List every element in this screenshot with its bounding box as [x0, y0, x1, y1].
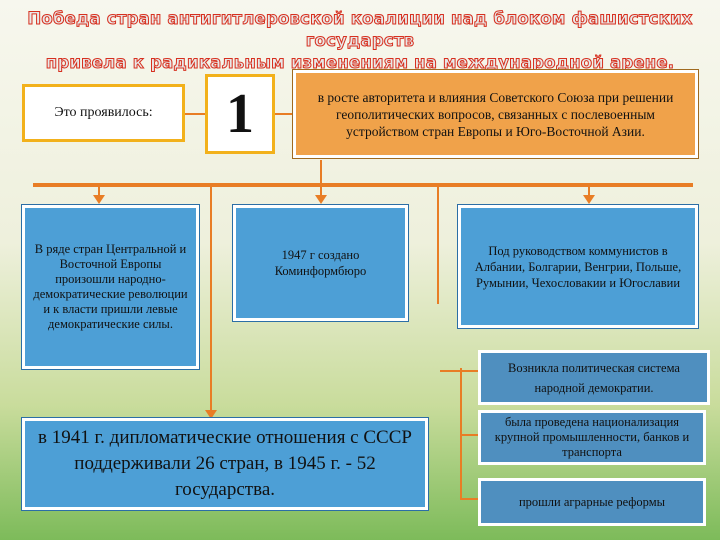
- label-box-text: Это проявилось:: [54, 105, 153, 120]
- label-box: Это проявилось:: [22, 84, 185, 142]
- vertical-line-left: [210, 186, 212, 414]
- connector-label-number: [185, 113, 207, 115]
- number-box: 1: [205, 74, 275, 154]
- col-2-box: 1947 г создано Коминформбюро: [233, 205, 408, 321]
- result-2-text: была проведена национализация крупной пр…: [494, 415, 690, 459]
- arrow-col3: [583, 195, 595, 204]
- drop-col3: [588, 186, 590, 196]
- diplomacy-text: в 1941 г. дипломатические отношения с СС…: [38, 427, 412, 500]
- results-bracket-to-1: [440, 370, 478, 372]
- results-bracket-to-3: [460, 498, 478, 500]
- result-1-text: Возникла политическая система народной д…: [508, 360, 680, 395]
- result-3-text: прошли аграрные реформы: [518, 494, 666, 509]
- connector-number-point: [275, 113, 293, 115]
- diplomacy-box: в 1941 г. дипломатические отношения с СС…: [22, 418, 428, 510]
- arrow-col2: [315, 195, 327, 204]
- col-1-text: В ряде стран Центральной и Восточной Евр…: [33, 242, 188, 331]
- col-1-box: В ряде стран Центральной и Восточной Евр…: [22, 205, 199, 369]
- title-line-1: Победа стран антигитлеровской коалиции н…: [27, 9, 693, 51]
- slide-title: Победа стран антигитлеровской коалиции н…: [0, 8, 720, 74]
- result-3-box: прошли аграрные реформы: [478, 478, 706, 526]
- result-2-box: была проведена национализация крупной пр…: [478, 410, 706, 465]
- vertical-line-right: [437, 186, 439, 304]
- arrow-col1: [93, 195, 105, 204]
- drop-col2: [320, 186, 322, 196]
- title-line-2: привела к радикальным изменениям на межд…: [45, 53, 675, 73]
- connector-col2-to-main: [320, 160, 322, 185]
- main-horizontal-line: [33, 183, 693, 187]
- point-1-text: в росте авторитета и влияния Советского …: [317, 89, 674, 139]
- result-1-box: Возникла политическая система народной д…: [478, 350, 710, 405]
- col-2-text: 1947 г создано Коминформбюро: [274, 248, 367, 278]
- number-box-text: 1: [226, 83, 254, 145]
- drop-col1: [98, 186, 100, 196]
- col-3-text: Под руководством коммунистов в Албании, …: [474, 243, 682, 290]
- results-bracket-to-2: [460, 434, 478, 436]
- col-3-box: Под руководством коммунистов в Албании, …: [458, 205, 698, 328]
- arrow-diplomacy: [205, 410, 217, 419]
- point-1-box: в росте авторитета и влияния Советского …: [293, 70, 698, 158]
